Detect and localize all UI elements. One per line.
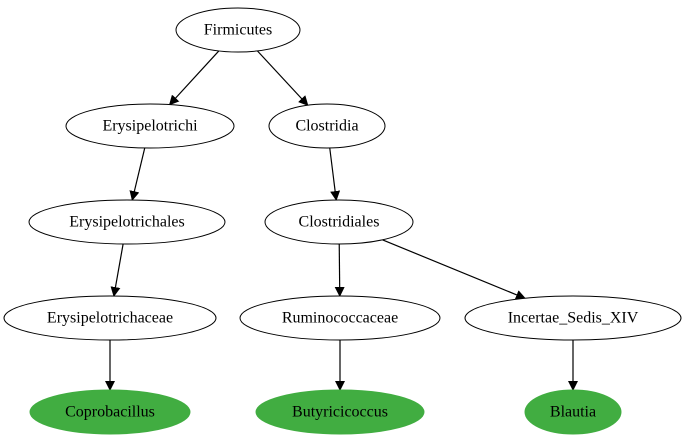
node-erysipelotrichales: Erysipelotrichales	[28, 199, 226, 245]
node-incertae-sedis-xiv-label: Incertae_Sedis_XIV	[508, 310, 639, 327]
node-blautia-label: Blautia	[550, 404, 596, 421]
node-erysipelotrichaceae: Erysipelotrichaceae	[3, 295, 217, 341]
node-firmicutes-label: Firmicutes	[204, 22, 272, 39]
edge-clostridia-to-clostridiales	[329, 147, 341, 202]
node-erysipelotrichi-label: Erysipelotrichi	[102, 118, 198, 135]
edge-clostridiales-to-ruminococcaceae	[334, 243, 345, 298]
node-erysipelotrichi-ellipse	[65, 103, 235, 149]
node-erysipelotrichi: Erysipelotrichi	[65, 103, 235, 149]
node-coprobacillus-label: Coprobacillus	[65, 404, 155, 421]
node-butyricicoccus-label: Butyricicoccus	[292, 404, 388, 421]
node-blautia-ellipse	[524, 389, 622, 435]
edge-erysipelotrichales-to-erysipelotrichaceae	[110, 243, 124, 297]
node-butyricicoccus: Butyricicoccus	[255, 389, 425, 435]
node-clostridiales-label: Clostridiales	[299, 214, 380, 231]
edges-group	[105, 50, 578, 391]
node-erysipelotrichaceae-ellipse	[3, 295, 217, 341]
node-coprobacillus: Coprobacillus	[29, 389, 191, 435]
node-erysipelotrichales-ellipse	[28, 199, 226, 245]
node-clostridiales: Clostridiales	[264, 199, 414, 245]
node-clostridia-ellipse	[268, 103, 386, 149]
node-ruminococcaceae: Ruminococcaceae	[239, 295, 441, 341]
node-erysipelotrichales-label: Erysipelotrichales	[69, 214, 185, 231]
node-clostridia-label: Clostridia	[295, 118, 358, 135]
node-firmicutes-ellipse	[175, 7, 301, 53]
node-butyricicoccus-ellipse	[255, 389, 425, 435]
node-incertae-sedis-xiv-ellipse	[464, 295, 682, 341]
node-blautia: Blautia	[524, 389, 622, 435]
edge-firmicutes-to-erysipelotrichi	[168, 50, 220, 106]
edge-clostridiales-to-incertae-sedis-xiv	[382, 239, 526, 300]
node-incertae-sedis-xiv: Incertae_Sedis_XIV	[464, 295, 682, 341]
node-clostridia: Clostridia	[268, 103, 386, 149]
node-ruminococcaceae-ellipse	[239, 295, 441, 341]
edge-erysipelotrichi-to-erysipelotrichales	[129, 147, 146, 202]
node-erysipelotrichaceae-label: Erysipelotrichaceae	[47, 310, 173, 327]
edge-firmicutes-to-clostridia	[256, 50, 309, 106]
node-coprobacillus-ellipse	[29, 389, 191, 435]
node-ruminococcaceae-label: Ruminococcaceae	[282, 310, 398, 327]
node-clostridiales-ellipse	[264, 199, 414, 245]
node-firmicutes: Firmicutes	[175, 7, 301, 53]
